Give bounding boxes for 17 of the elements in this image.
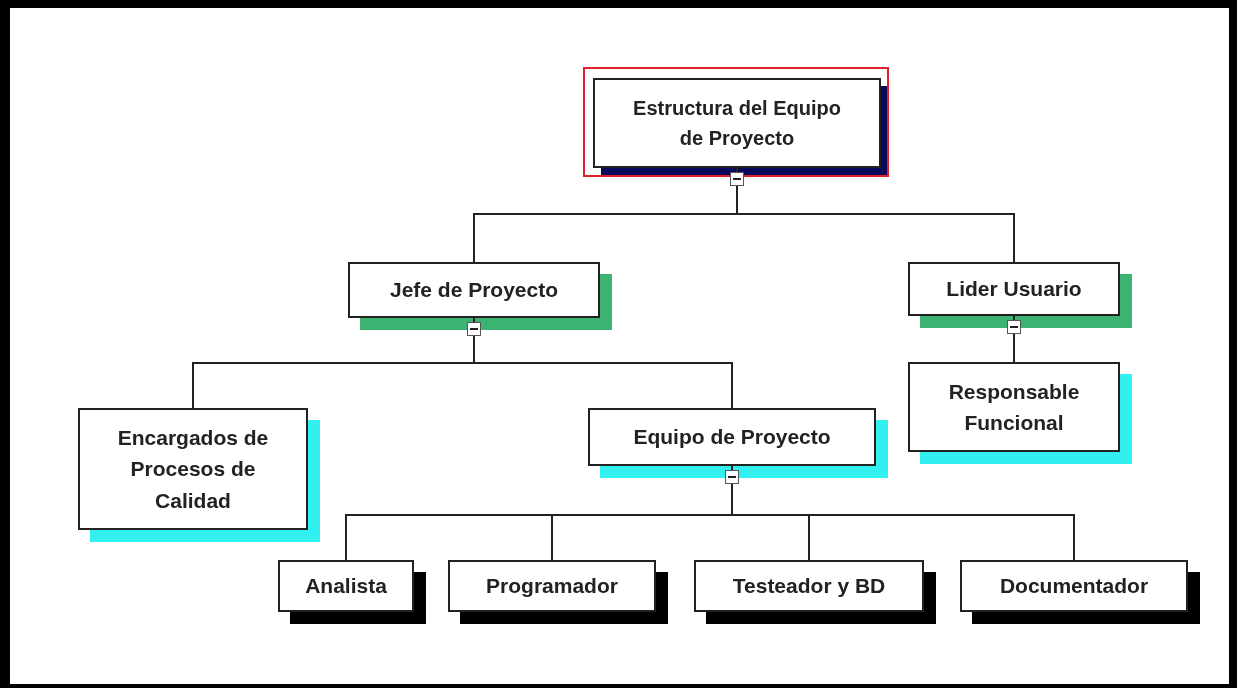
org-box [694,560,924,612]
org-box [908,362,1120,452]
connector-line [1013,315,1015,364]
box-label: Encargados de Procesos de Calidad [116,424,270,514]
box-label: Testeador y BD [731,573,887,600]
box-label: Programador [485,573,619,600]
org-box [960,560,1188,612]
box-label: Documentador [998,573,1150,600]
org-box [78,408,308,530]
box-label: Equipo de Proyecto [632,424,832,451]
org-box [448,560,656,612]
box-label: Estructura del Equipo de Proyecto [632,96,842,151]
box-label: Jefe de Proyecto [388,277,560,304]
org-box [278,560,414,612]
box-label: Lider Usuario [945,276,1083,303]
box-label: Analista [304,573,388,600]
box-label: Responsable Funcional [947,378,1081,436]
